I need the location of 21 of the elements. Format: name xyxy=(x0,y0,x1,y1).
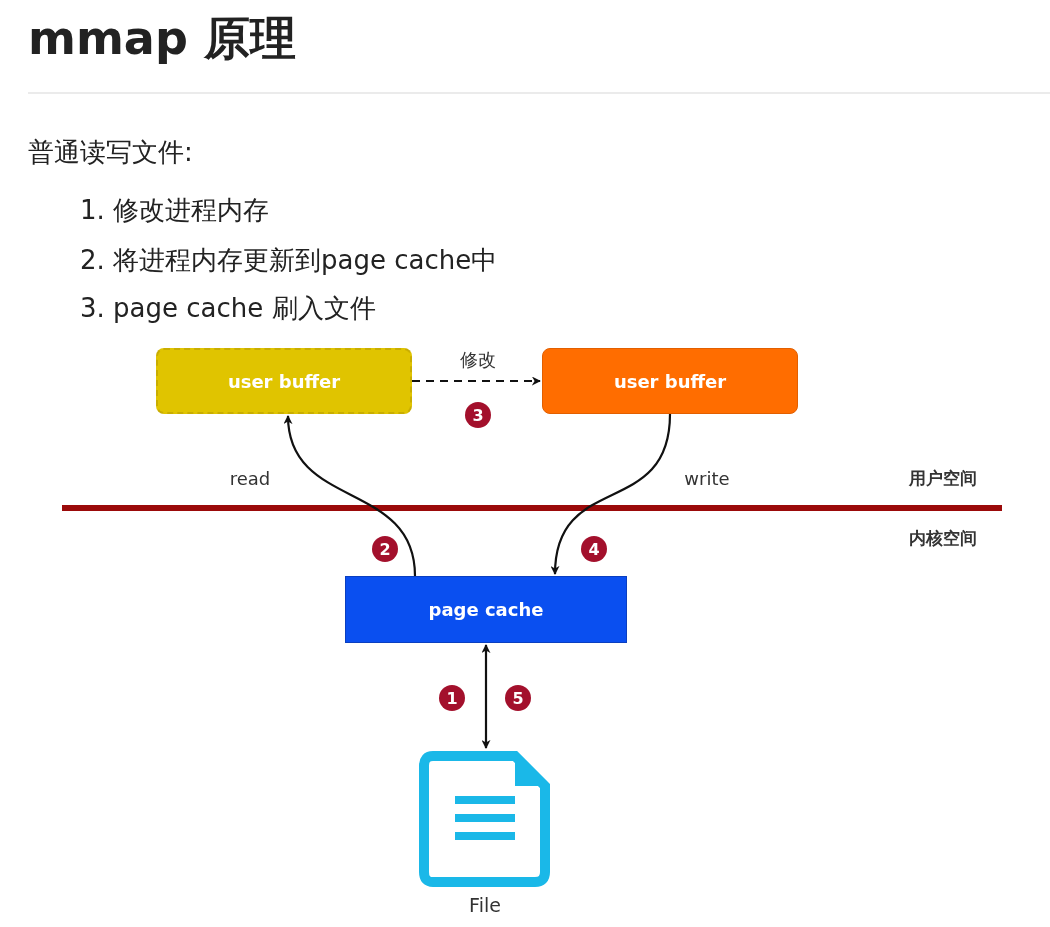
list-item: 1. 修改进程内存 xyxy=(80,194,270,227)
list-item: 2. 将进程内存更新到page cache中 xyxy=(80,244,498,277)
callout-number: 2 xyxy=(372,536,398,562)
process-box: user buffer xyxy=(156,348,412,414)
edge-label: 修改 xyxy=(458,348,498,372)
arrow xyxy=(284,415,417,577)
intro-text: 普通读写文件: xyxy=(28,136,193,169)
callout-number: 3 xyxy=(465,402,491,428)
title: mmap 原理 xyxy=(28,10,296,67)
process-box: user buffer xyxy=(542,348,798,414)
process-box: page cache xyxy=(345,576,627,643)
list-item: 3. page cache 刷入文件 xyxy=(80,292,376,325)
callout-number: 4 xyxy=(581,536,607,562)
arrow xyxy=(551,413,672,575)
region-label: 内核空间 xyxy=(909,526,977,550)
arrow xyxy=(481,644,491,749)
file-label: File xyxy=(468,894,502,916)
callout-number: 1 xyxy=(439,685,465,711)
arrow xyxy=(412,376,541,386)
callout-number: 5 xyxy=(505,685,531,711)
region-label: 用户空间 xyxy=(909,466,977,490)
